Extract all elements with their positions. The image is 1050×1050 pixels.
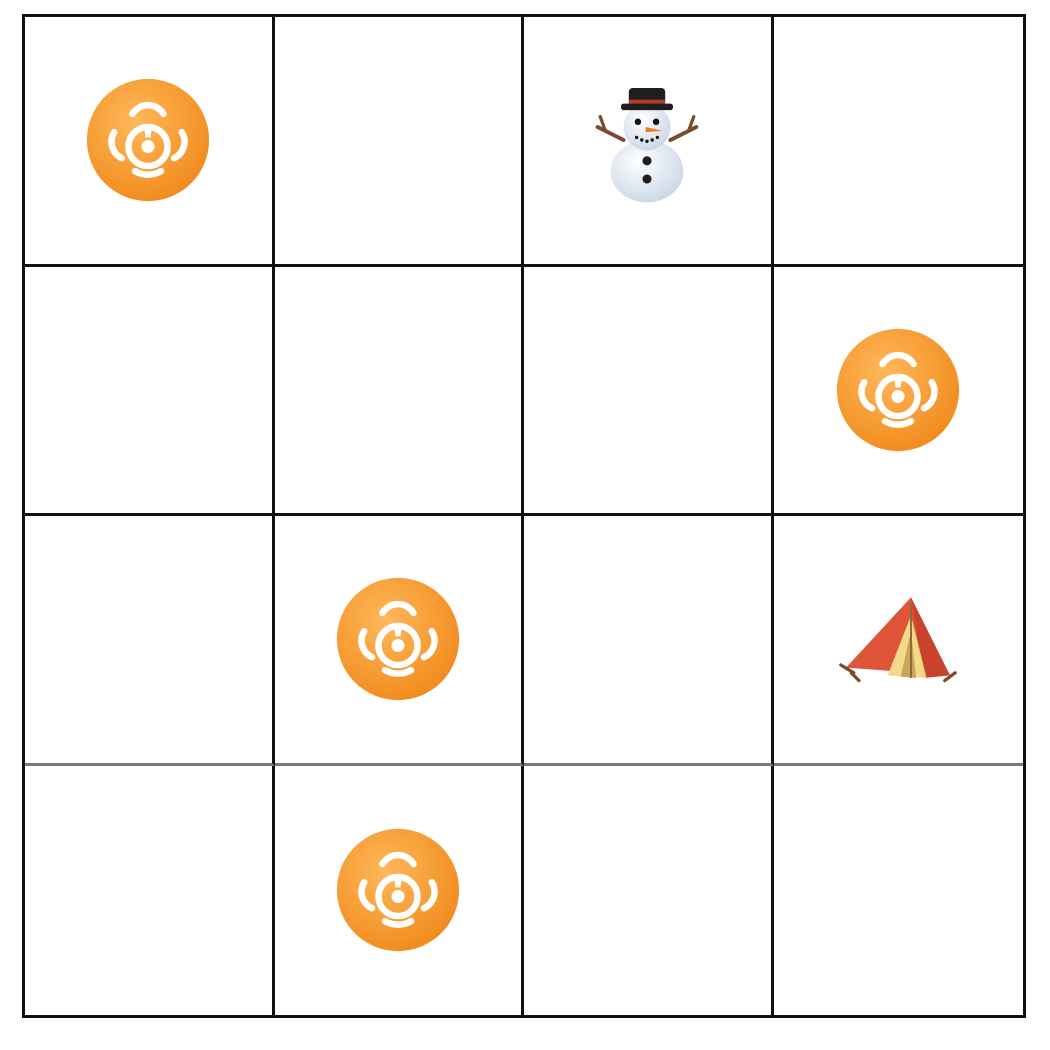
grid-cell-r3-c3[interactable] (774, 766, 1024, 1016)
grid-cell-r0-c0[interactable] (25, 17, 275, 267)
grid-cell-r2-c0[interactable] (25, 516, 275, 766)
grid-cell-r1-c0[interactable] (25, 266, 275, 516)
tent-icon (833, 574, 963, 704)
grid-cell-r0-c2[interactable] (524, 17, 774, 267)
game-board (22, 14, 1026, 1018)
grid-cell-r1-c1[interactable] (274, 266, 524, 516)
biohazard-icon (333, 825, 463, 955)
biohazard-icon (833, 325, 963, 455)
grid-cell-r2-c3[interactable] (773, 516, 1023, 766)
grid-cell-r1-c3[interactable] (773, 267, 1023, 516)
grid-cell-r3-c2[interactable] (524, 765, 774, 1015)
grid-cell-r1-c2[interactable] (524, 266, 774, 516)
grid-cell-r2-c2[interactable] (524, 516, 774, 766)
grid-cell-r0-c3[interactable] (773, 17, 1023, 267)
snowman-icon (582, 75, 712, 205)
grid-cell-r3-c1[interactable] (275, 765, 524, 1015)
grid-cell-r3-c0[interactable] (25, 765, 275, 1015)
grid-cell-r2-c1[interactable] (274, 516, 524, 766)
grid-cell-r0-c1[interactable] (274, 17, 524, 267)
biohazard-icon (83, 75, 213, 205)
biohazard-icon (333, 574, 463, 704)
